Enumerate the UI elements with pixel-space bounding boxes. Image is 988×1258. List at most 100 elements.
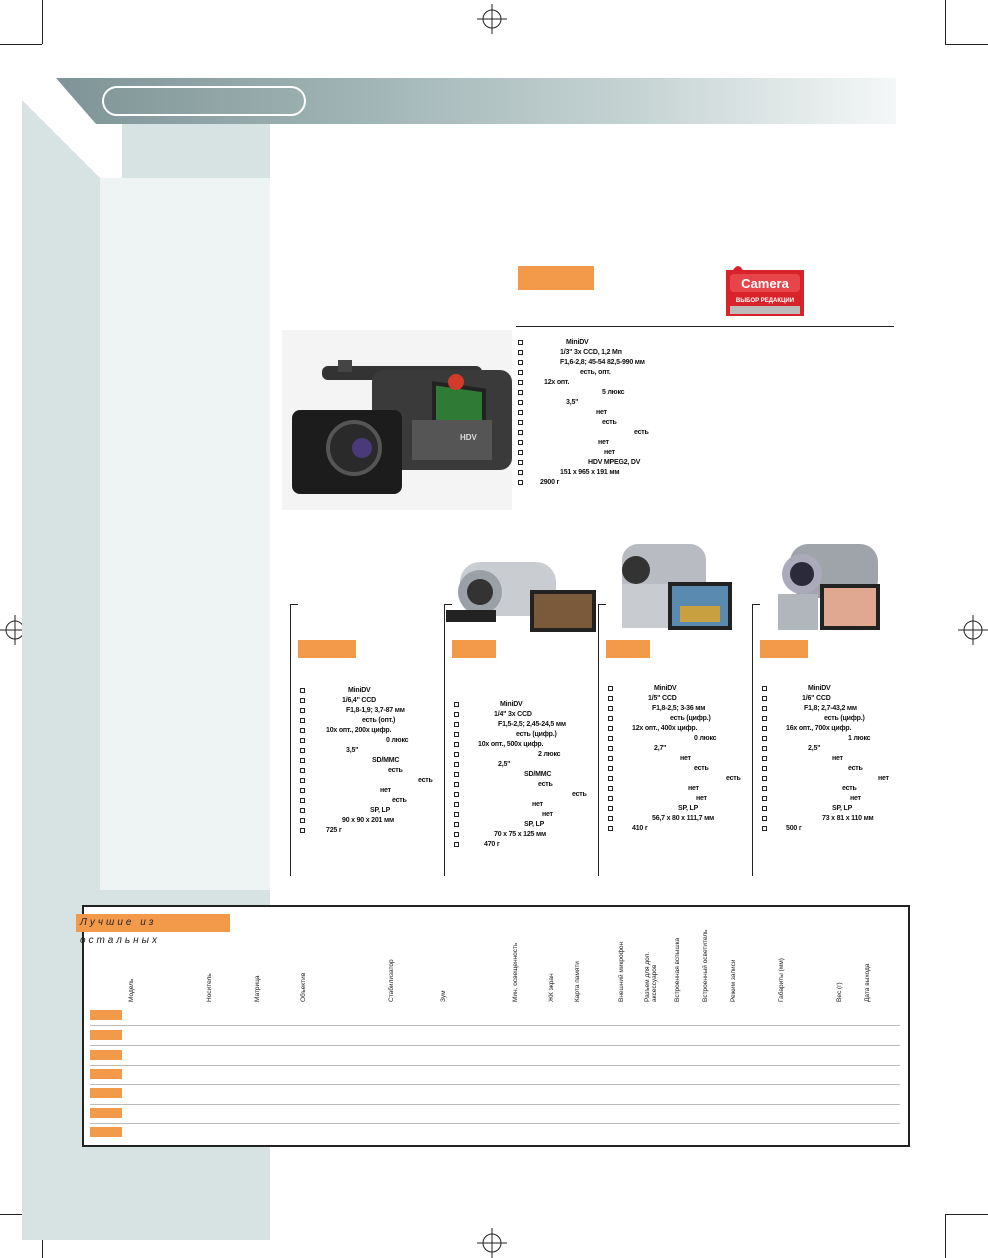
checkbox-icon bbox=[454, 732, 459, 737]
svg-text:HDV: HDV bbox=[460, 433, 478, 442]
crop-mark bbox=[0, 1214, 42, 1215]
checkbox-icon bbox=[300, 778, 305, 783]
table-row bbox=[90, 1025, 900, 1026]
camera-award-badge: Camera ВЫБОР РЕДАКЦИИ bbox=[726, 266, 804, 316]
spec-value: есть bbox=[726, 775, 741, 782]
table-header: Вес (г) bbox=[836, 982, 843, 1002]
spec-value: есть bbox=[392, 797, 407, 804]
spec-row: есть bbox=[518, 418, 898, 428]
section-title-pill bbox=[102, 86, 306, 116]
spec-value: нет bbox=[380, 787, 391, 794]
column-divider-tick bbox=[444, 604, 452, 605]
spec-row: нет bbox=[518, 448, 898, 458]
spec-value: есть bbox=[848, 765, 863, 772]
checkbox-icon bbox=[454, 722, 459, 727]
spec-value: SD/MMC bbox=[524, 771, 552, 778]
spec-value: F1,8-1,9; 3,7-87 мм bbox=[346, 707, 405, 714]
spec-value: 10х опт., 200х цифр. bbox=[326, 727, 392, 734]
checkbox-icon bbox=[518, 400, 523, 405]
spec-value: нет bbox=[832, 755, 843, 762]
checkbox-icon bbox=[762, 816, 767, 821]
checkbox-icon bbox=[454, 792, 459, 797]
table-row-tag bbox=[90, 1127, 122, 1137]
table-header: Режим записи bbox=[730, 959, 737, 1002]
table-header: Объектив bbox=[300, 972, 307, 1002]
table-row-tag bbox=[90, 1108, 122, 1118]
table-row-tag bbox=[90, 1088, 122, 1098]
registration-mark-icon bbox=[958, 615, 988, 645]
checkbox-icon bbox=[518, 380, 523, 385]
spec-row: нет bbox=[518, 438, 898, 448]
spec-value: нет bbox=[878, 775, 889, 782]
checkbox-icon bbox=[454, 742, 459, 747]
spec-value: нет bbox=[688, 785, 699, 792]
spec-value: нет bbox=[680, 755, 691, 762]
side-panel-diagonal bbox=[22, 100, 122, 200]
spec-value: есть (цифр.) bbox=[670, 715, 711, 722]
spec-row: нет bbox=[518, 408, 898, 418]
checkbox-icon bbox=[454, 842, 459, 847]
table-header: Дата выхода bbox=[864, 963, 871, 1002]
checkbox-icon bbox=[762, 696, 767, 701]
crop-mark bbox=[945, 1214, 946, 1258]
spec-value: есть (цифр.) bbox=[516, 731, 557, 738]
spec-value: 5 люкс bbox=[602, 389, 625, 396]
spec-value: 725 г bbox=[326, 827, 342, 834]
crop-mark bbox=[945, 0, 946, 44]
checkbox-icon bbox=[762, 756, 767, 761]
checkbox-icon bbox=[300, 818, 305, 823]
header-band bbox=[56, 78, 896, 124]
spec-value: есть bbox=[602, 419, 617, 426]
spec-row: 151 x 965 x 191 мм bbox=[518, 468, 898, 478]
spec-value: 2900 г bbox=[540, 479, 560, 486]
side-panel-inner bbox=[100, 178, 270, 890]
spec-value: есть bbox=[842, 785, 857, 792]
table-header: Мин. освещенность bbox=[512, 942, 519, 1002]
column-divider-tick bbox=[752, 604, 760, 605]
camcorder-image-4 bbox=[778, 544, 880, 630]
spec-row: 1/3" 3x CCD, 1,2 Мп bbox=[518, 348, 898, 358]
spec-value: 2,5" bbox=[498, 761, 511, 768]
main-product-tag bbox=[518, 266, 594, 290]
table-row-tag bbox=[90, 1010, 122, 1020]
column-divider-tick bbox=[598, 604, 606, 605]
spec-value: есть bbox=[388, 767, 403, 774]
table-row bbox=[90, 1045, 900, 1046]
checkbox-icon bbox=[762, 746, 767, 751]
checkbox-icon bbox=[518, 440, 523, 445]
checkbox-icon bbox=[300, 698, 305, 703]
spec-value: нет bbox=[696, 795, 707, 802]
checkbox-icon bbox=[762, 796, 767, 801]
spec-value: 10х опт., 500х цифр. bbox=[478, 741, 544, 748]
main-specs-divider bbox=[516, 326, 894, 327]
comparison-table bbox=[82, 905, 910, 1147]
spec-value: 16х опт., 700х цифр. bbox=[786, 725, 852, 732]
spec-value: 0 люкс bbox=[694, 735, 717, 742]
spec-value: 12х опт. bbox=[544, 379, 570, 386]
spec-value: MiniDV bbox=[808, 685, 831, 692]
checkbox-icon bbox=[762, 706, 767, 711]
spec-value: SP, LP bbox=[524, 821, 545, 828]
checkbox-icon bbox=[454, 752, 459, 757]
spec-value: 1/5" CCD bbox=[648, 695, 677, 702]
spec-value: есть bbox=[572, 791, 587, 798]
spec-value: нет bbox=[598, 439, 609, 446]
table-header: Стабилизатор bbox=[388, 959, 395, 1002]
crop-mark bbox=[0, 44, 42, 45]
checkbox-icon bbox=[518, 470, 523, 475]
table-header: Модель bbox=[128, 978, 135, 1002]
column-divider bbox=[752, 604, 753, 876]
registration-mark-icon bbox=[477, 4, 507, 34]
spec-value: есть bbox=[634, 429, 649, 436]
product-spec-list-3: MiniDV 1/5" CCD F1,8-2,5; 3-36 мм есть (… bbox=[608, 684, 748, 834]
checkbox-icon bbox=[608, 796, 613, 801]
spec-row: 3,5" bbox=[518, 398, 898, 408]
checkbox-icon bbox=[300, 788, 305, 793]
spec-row: MiniDV bbox=[518, 338, 898, 348]
spec-value: MiniDV bbox=[566, 339, 589, 346]
spec-value: F1,6-2,8; 45-54 82,5-990 мм bbox=[560, 359, 645, 366]
checkbox-icon bbox=[608, 766, 613, 771]
crop-mark bbox=[945, 44, 988, 45]
checkbox-icon bbox=[762, 716, 767, 721]
spec-value: 1 люкс bbox=[848, 735, 871, 742]
